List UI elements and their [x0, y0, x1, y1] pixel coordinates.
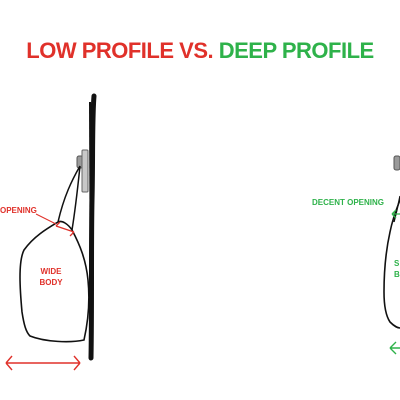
right-hook — [393, 155, 400, 171]
left-body-label: WIDE BODY — [38, 266, 64, 288]
left-bag-body — [19, 220, 90, 343]
title-low-profile: LOW PROFILE — [26, 38, 174, 63]
left-opening-arrow — [55, 221, 75, 237]
right-body-label-line2: BO — [394, 270, 400, 279]
left-body-label-line2: BODY — [39, 278, 63, 287]
right-body-label: S BO — [394, 258, 400, 280]
left-body-label-line1: WIDE — [40, 267, 62, 276]
title-vs: VS. — [179, 38, 214, 63]
right-body-label-line1: S — [394, 259, 400, 268]
right-bag-body — [383, 199, 400, 329]
title-deep-profile: DEEP PROFILE — [218, 38, 374, 63]
left-width-arrow — [5, 355, 81, 371]
right-opening-arrow — [391, 209, 400, 219]
page-title: LOW PROFILE VS. DEEP PROFILE — [0, 38, 400, 64]
left-opening-label: OPENING — [0, 206, 37, 215]
right-width-arrow — [389, 341, 400, 355]
left-strap — [57, 165, 81, 231]
right-opening-label: DECENT OPENING — [312, 198, 385, 207]
